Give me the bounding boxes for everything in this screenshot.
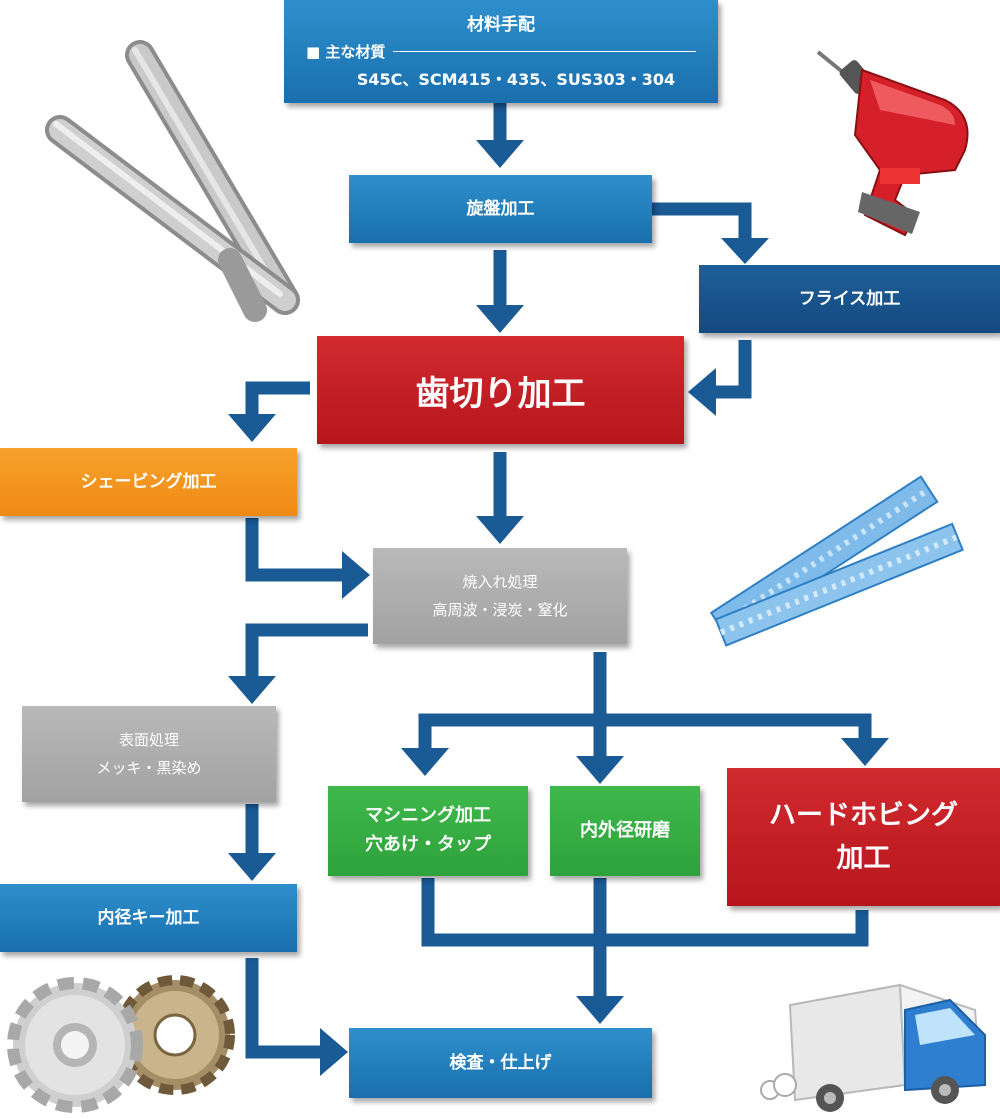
materials-divider (393, 51, 696, 53)
materials-list: S45C、SCM415・435、SUS303・304 (356, 70, 676, 90)
gear-cutting-label: 歯切り加工 (415, 373, 586, 414)
arrowhead (476, 305, 524, 333)
hardening-box: 焼入れ処理 高周波・浸炭・窒化 (373, 548, 627, 644)
surface-line2: メッキ・黒染め (96, 759, 202, 777)
lathe-label: 旋盤加工 (466, 198, 535, 219)
arrowhead (721, 238, 769, 264)
hardening-line1: 焼入れ処理 (462, 572, 538, 591)
milling-label: フライス加工 (798, 288, 901, 309)
arrow-branches-merge (421, 878, 869, 998)
surface-line1: 表面処理 (118, 730, 179, 749)
arrowhead (476, 516, 524, 544)
hard-hobbing-box: ハードホビング 加工 (727, 768, 1000, 906)
arrow-hardening-to-surface (245, 623, 368, 678)
arrowhead (342, 551, 370, 599)
gear-racks-illustration (709, 475, 964, 647)
arrow-lathe-to-milling (652, 202, 752, 240)
arrowhead (320, 1028, 348, 1076)
machining-line2: 穴あけ・タップ (365, 834, 491, 855)
materials-subtitle: ■ 主な材質 (306, 43, 386, 62)
grinding-label: 内外径研磨 (580, 819, 670, 841)
arrow-keyway-to-inspection (245, 958, 322, 1059)
materials-box: 材料手配 ■ 主な材質 S45C、SCM415・435、SUS303・304 (284, 0, 718, 103)
arrow-split-branches (418, 713, 872, 750)
arrowhead (841, 738, 889, 766)
arrow-shaving-to-hardening (245, 518, 345, 582)
arrowhead (576, 756, 624, 784)
keyway-box: 内径キー加工 (0, 884, 297, 952)
arrowhead (476, 140, 524, 168)
gear-cutting-box: 歯切り加工 (317, 336, 684, 444)
arrowhead (576, 996, 624, 1024)
arrowhead (228, 853, 276, 881)
arrowhead (228, 414, 276, 442)
arrow-milling-to-gear-cutting (712, 340, 752, 399)
arrowhead (401, 748, 449, 776)
machining-box: マシニング加工 穴あけ・タップ (328, 786, 528, 876)
lathe-box: 旋盤加工 (349, 175, 652, 243)
gears-illustration (7, 975, 235, 1113)
inspection-label: 検査・仕上げ (449, 1052, 552, 1073)
surface-treatment-box: 表面処理 メッキ・黒染め (22, 706, 276, 802)
inspection-box: 検査・仕上げ (349, 1028, 652, 1098)
delivery-truck-illustration (760, 983, 986, 1112)
hardening-line2: 高周波・浸炭・窒化 (432, 601, 568, 619)
milling-box: フライス加工 (699, 265, 1000, 333)
hard-hobbing-line1: ハードホビング (769, 799, 958, 831)
hard-hobbing-line2: 加工 (836, 843, 891, 874)
arrowhead (228, 676, 276, 704)
machining-line1: マシニング加工 (365, 805, 491, 827)
arrowhead (688, 368, 716, 416)
materials-subtitle-row: ■ 主な材質 (306, 41, 696, 62)
grinding-box: 内外径研磨 (550, 786, 700, 876)
steel-bars-illustration (45, 40, 300, 322)
keyway-label: 内径キー加工 (97, 907, 200, 928)
electric-drill-illustration (816, 50, 969, 237)
shaving-box: シェービング加工 (0, 448, 297, 516)
arrow-gear-cutting-to-shaving (245, 381, 310, 416)
materials-title: 材料手配 (467, 15, 535, 35)
shaving-label: シェービング加工 (80, 471, 217, 492)
